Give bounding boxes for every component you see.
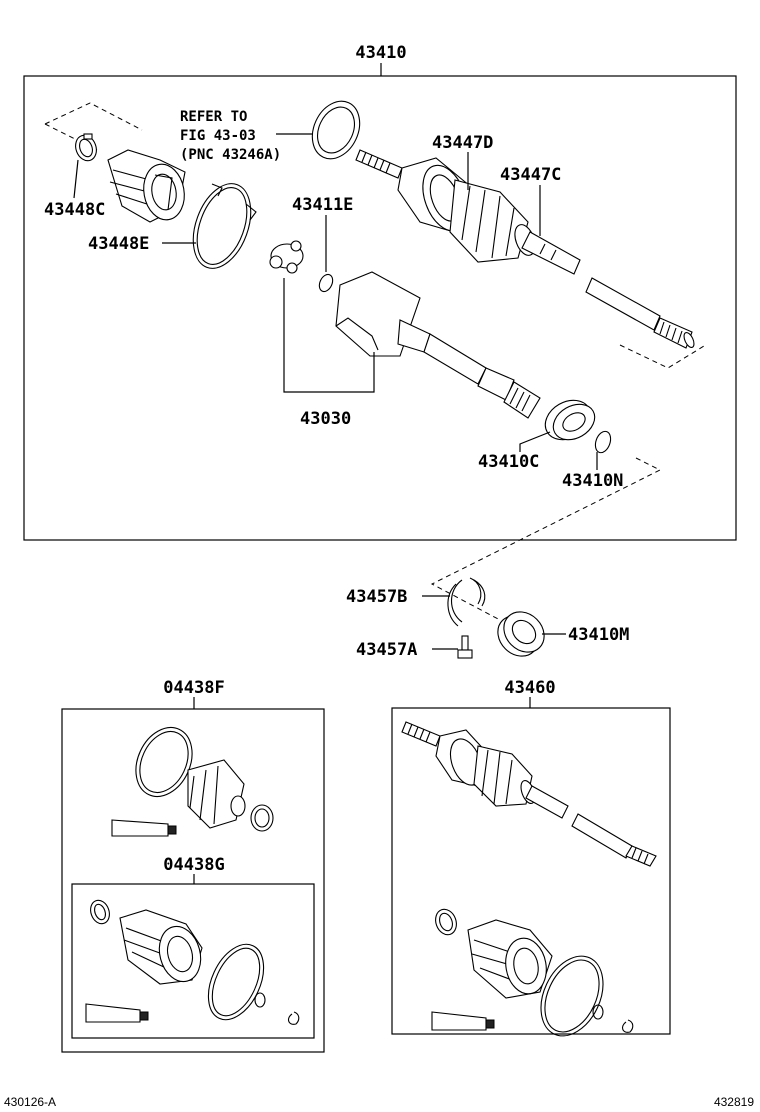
label-04438g: 04438G xyxy=(163,855,224,875)
outboard-shaft-box-43460 xyxy=(391,707,671,1035)
tripod-spider xyxy=(269,240,304,274)
refer-line-3: (PNC 43246A) xyxy=(180,147,281,163)
label-43447d: 43447D xyxy=(432,133,493,153)
dust-seal-43410m xyxy=(497,611,545,657)
label-43410n: 43410N xyxy=(562,471,623,491)
footer-right-code: 432819 xyxy=(714,1095,754,1109)
label-43447c: 43447C xyxy=(500,165,561,185)
hole-snap-ring-43457b xyxy=(447,577,486,627)
label-04438f: 04438F xyxy=(163,678,224,698)
label-43411e: 43411E xyxy=(292,195,353,215)
inboard-joint-43030 xyxy=(335,271,541,419)
label-43457b: 43457B xyxy=(346,587,407,607)
label-43448c: 43448C xyxy=(44,200,105,220)
label-43410m: 43410M xyxy=(568,625,629,645)
boot-kit-box-04438f xyxy=(61,708,325,1053)
label-43448e: 43448E xyxy=(88,234,149,254)
kit-f-parts xyxy=(111,727,274,837)
label-43410c: 43410C xyxy=(478,452,539,472)
label-43030: 43030 xyxy=(300,409,351,429)
refer-line-1: REFER TO xyxy=(180,109,247,125)
kit-g-parts xyxy=(85,899,300,1025)
label-43410: 43410 xyxy=(355,43,406,63)
bearing-43410c xyxy=(544,399,596,441)
label-43460: 43460 xyxy=(504,678,555,698)
snap-ring-43410n xyxy=(594,430,612,454)
seal-ring xyxy=(311,100,361,160)
bracket-bolt-43457a xyxy=(457,635,473,659)
footer-left-code: 430126-A xyxy=(4,1095,56,1109)
boot-clamp-small-43448c xyxy=(75,133,97,162)
assembly-box-43410 xyxy=(23,75,737,541)
boot-kit-box-04438g xyxy=(71,883,315,1039)
label-43457a: 43457A xyxy=(356,640,417,660)
outboard-shaft-parts xyxy=(401,721,657,1037)
boot-clamp-large-43448e xyxy=(192,183,257,269)
drive-shaft-section xyxy=(585,277,695,349)
outer-boot xyxy=(107,149,186,223)
snap-ring-43411e xyxy=(318,273,334,293)
refer-line-2: FIG 43-03 xyxy=(180,128,256,144)
outboard-joint-shaft xyxy=(355,149,581,275)
